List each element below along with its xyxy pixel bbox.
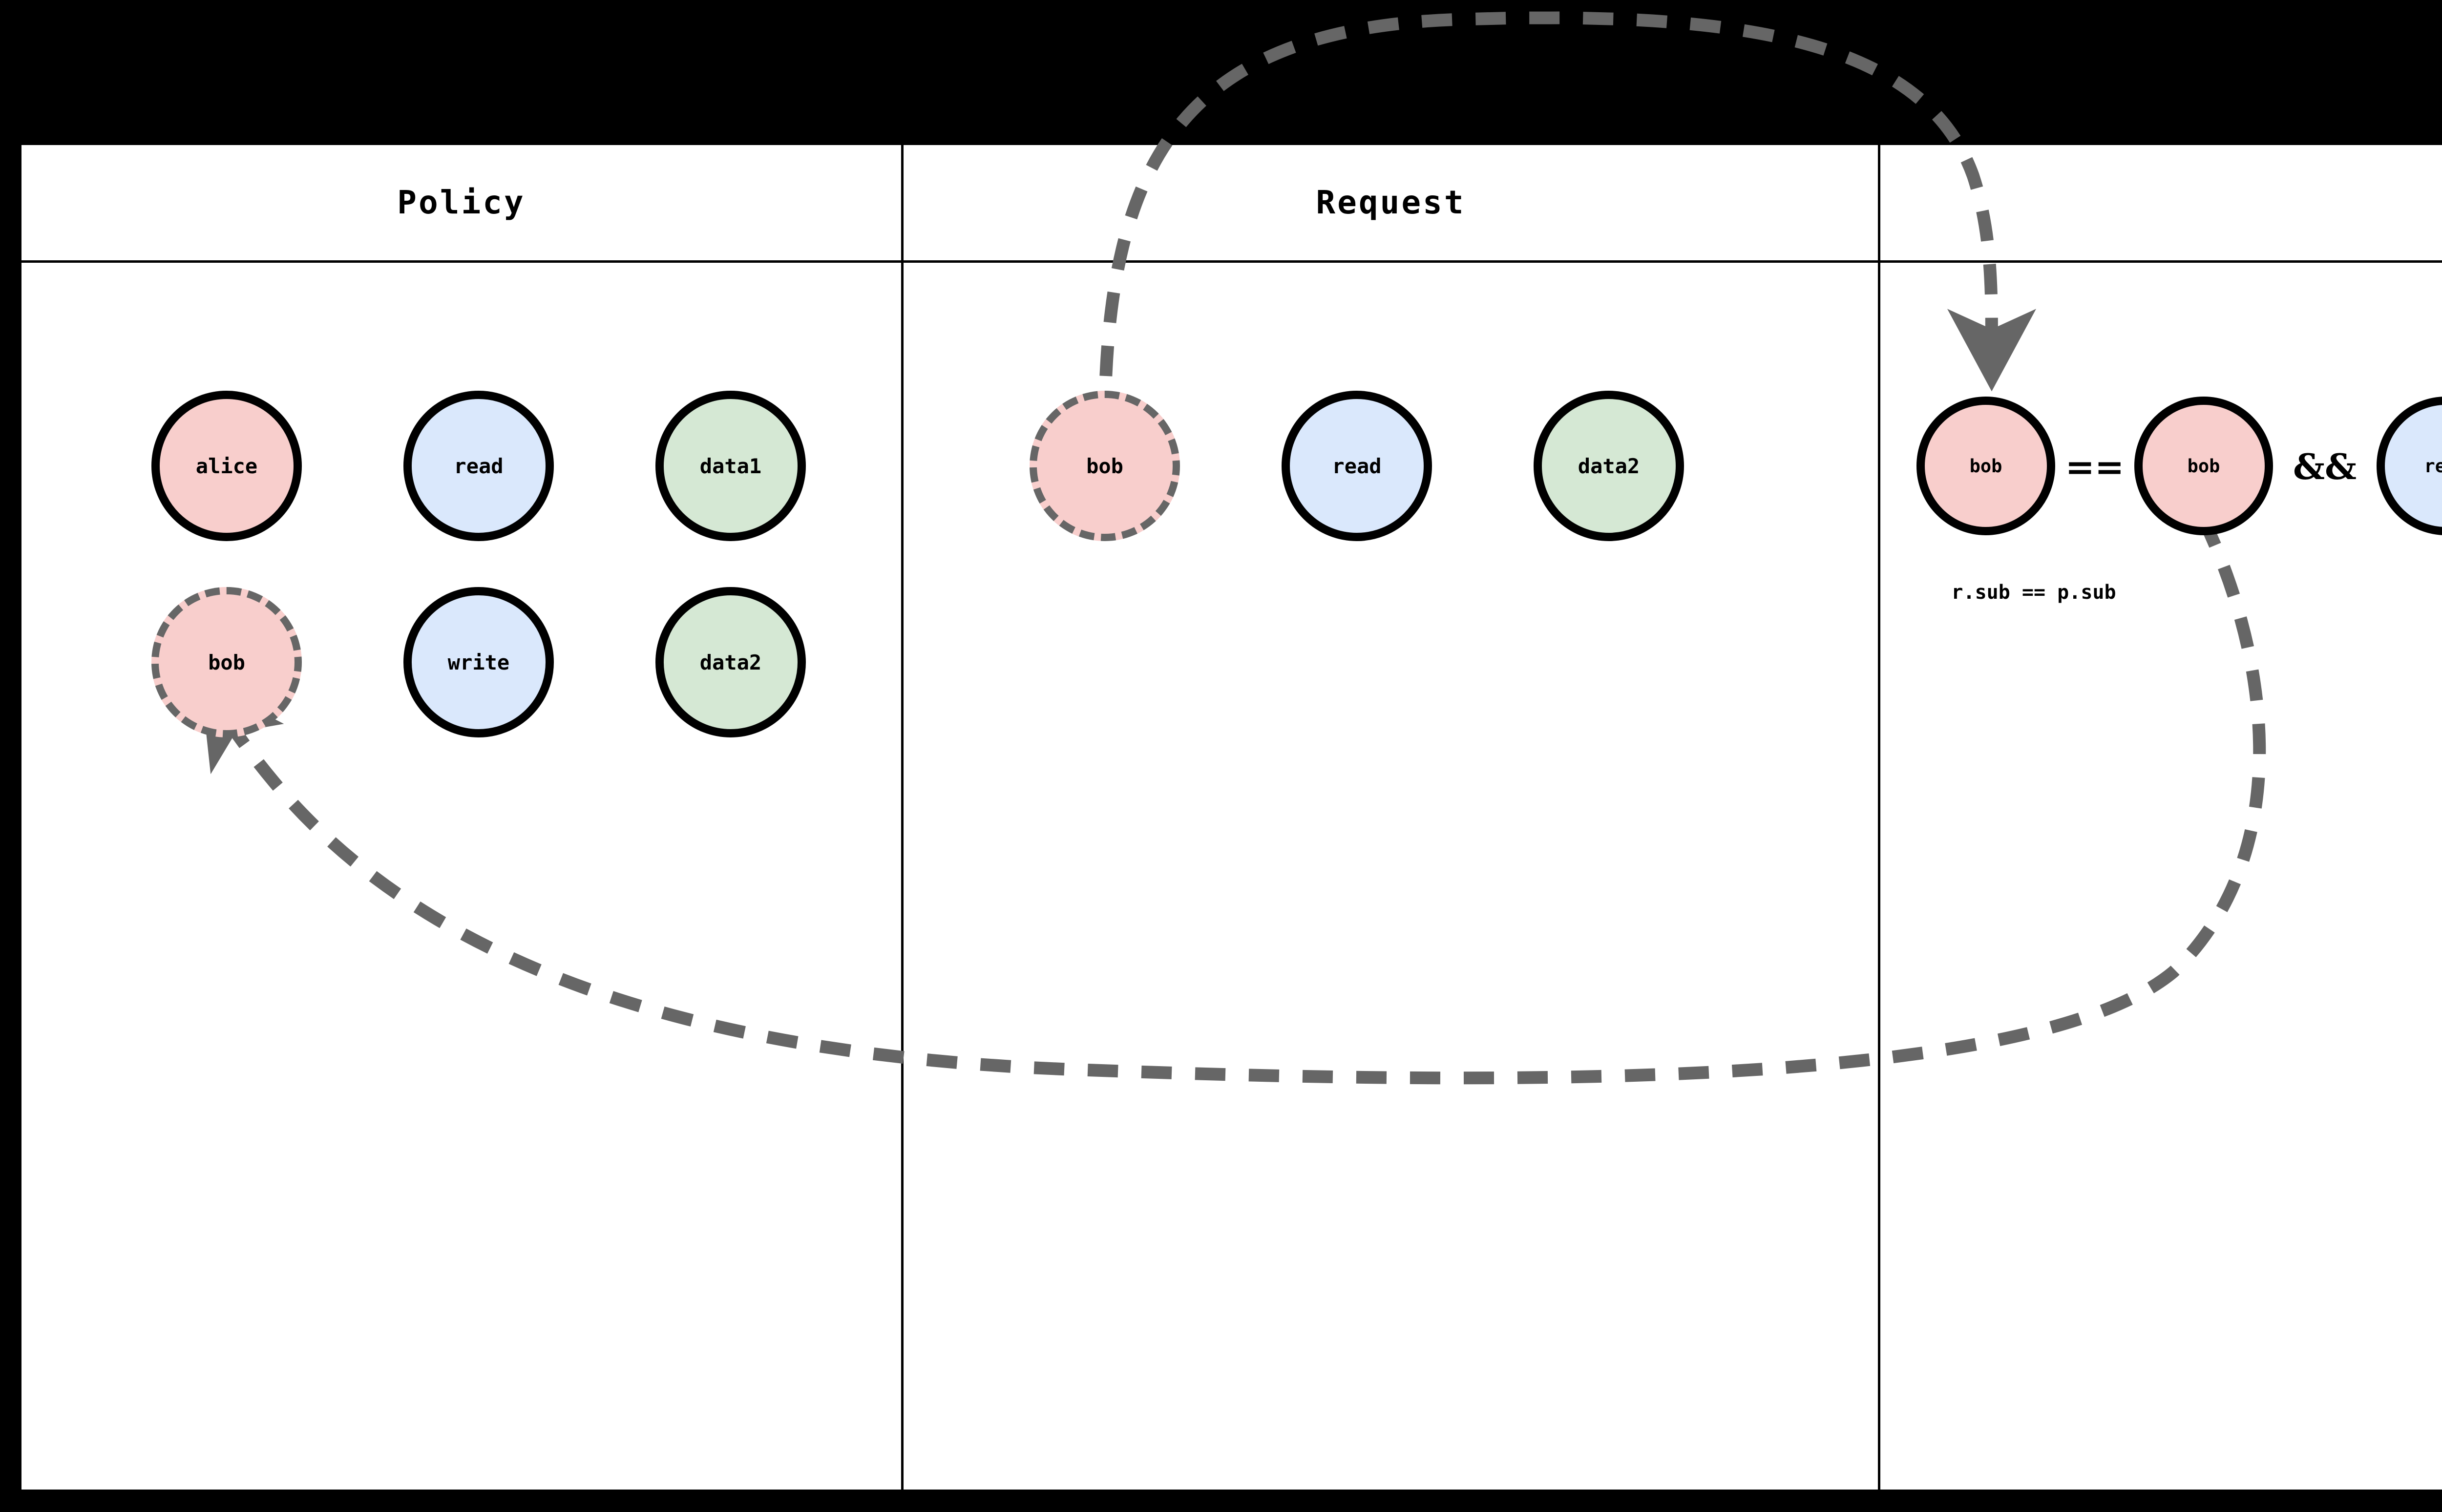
request-node-data2[interactable]: data2	[1534, 391, 1684, 541]
node-label: bob	[1086, 454, 1123, 478]
diagram-panel: Policy Request Matching	[21, 145, 2442, 1490]
matching-node-policy-sub[interactable]: bob	[2134, 397, 2273, 535]
node-label: read	[454, 454, 504, 478]
column-divider-request-matching	[1878, 145, 1880, 1490]
column-divider-policy-request	[901, 145, 904, 1490]
node-label: data2	[699, 650, 762, 674]
matching-node-request-sub[interactable]: bob	[1916, 397, 2055, 535]
request-node-bob[interactable]: bob	[1030, 391, 1180, 541]
node-label: bob	[208, 650, 245, 674]
policy-node-write[interactable]: write	[403, 587, 554, 737]
node-label: read	[2424, 455, 2442, 477]
column-title-request: Request	[1316, 184, 1466, 221]
node-label: data1	[699, 454, 762, 478]
column-header-band: Policy Request Matching	[21, 145, 2442, 260]
policy-node-alice[interactable]: alice	[151, 391, 302, 541]
matching-connector-and-1: &&	[2293, 445, 2357, 487]
node-label: write	[447, 650, 510, 674]
matching-caption-act: r.act == p.act	[2388, 581, 2442, 604]
node-label: data2	[1578, 454, 1640, 478]
matching-caption-sub: r.sub == p.sub	[1951, 581, 2116, 604]
policy-node-bob[interactable]: bob	[151, 587, 302, 737]
node-label: read	[1332, 454, 1382, 478]
policy-node-data2[interactable]: data2	[655, 587, 806, 737]
node-label: alice	[195, 454, 258, 478]
column-title-matching: Matching	[1880, 145, 2442, 260]
column-title-policy: Policy	[397, 184, 526, 221]
policy-node-data1[interactable]: data1	[655, 391, 806, 541]
node-label: bob	[1969, 455, 2002, 477]
header-divider	[21, 260, 2442, 263]
policy-node-read[interactable]: read	[403, 391, 554, 541]
node-label: bob	[2187, 455, 2220, 477]
request-node-read[interactable]: read	[1282, 391, 1432, 541]
matching-operator-eq-sub: ==	[2065, 445, 2125, 487]
